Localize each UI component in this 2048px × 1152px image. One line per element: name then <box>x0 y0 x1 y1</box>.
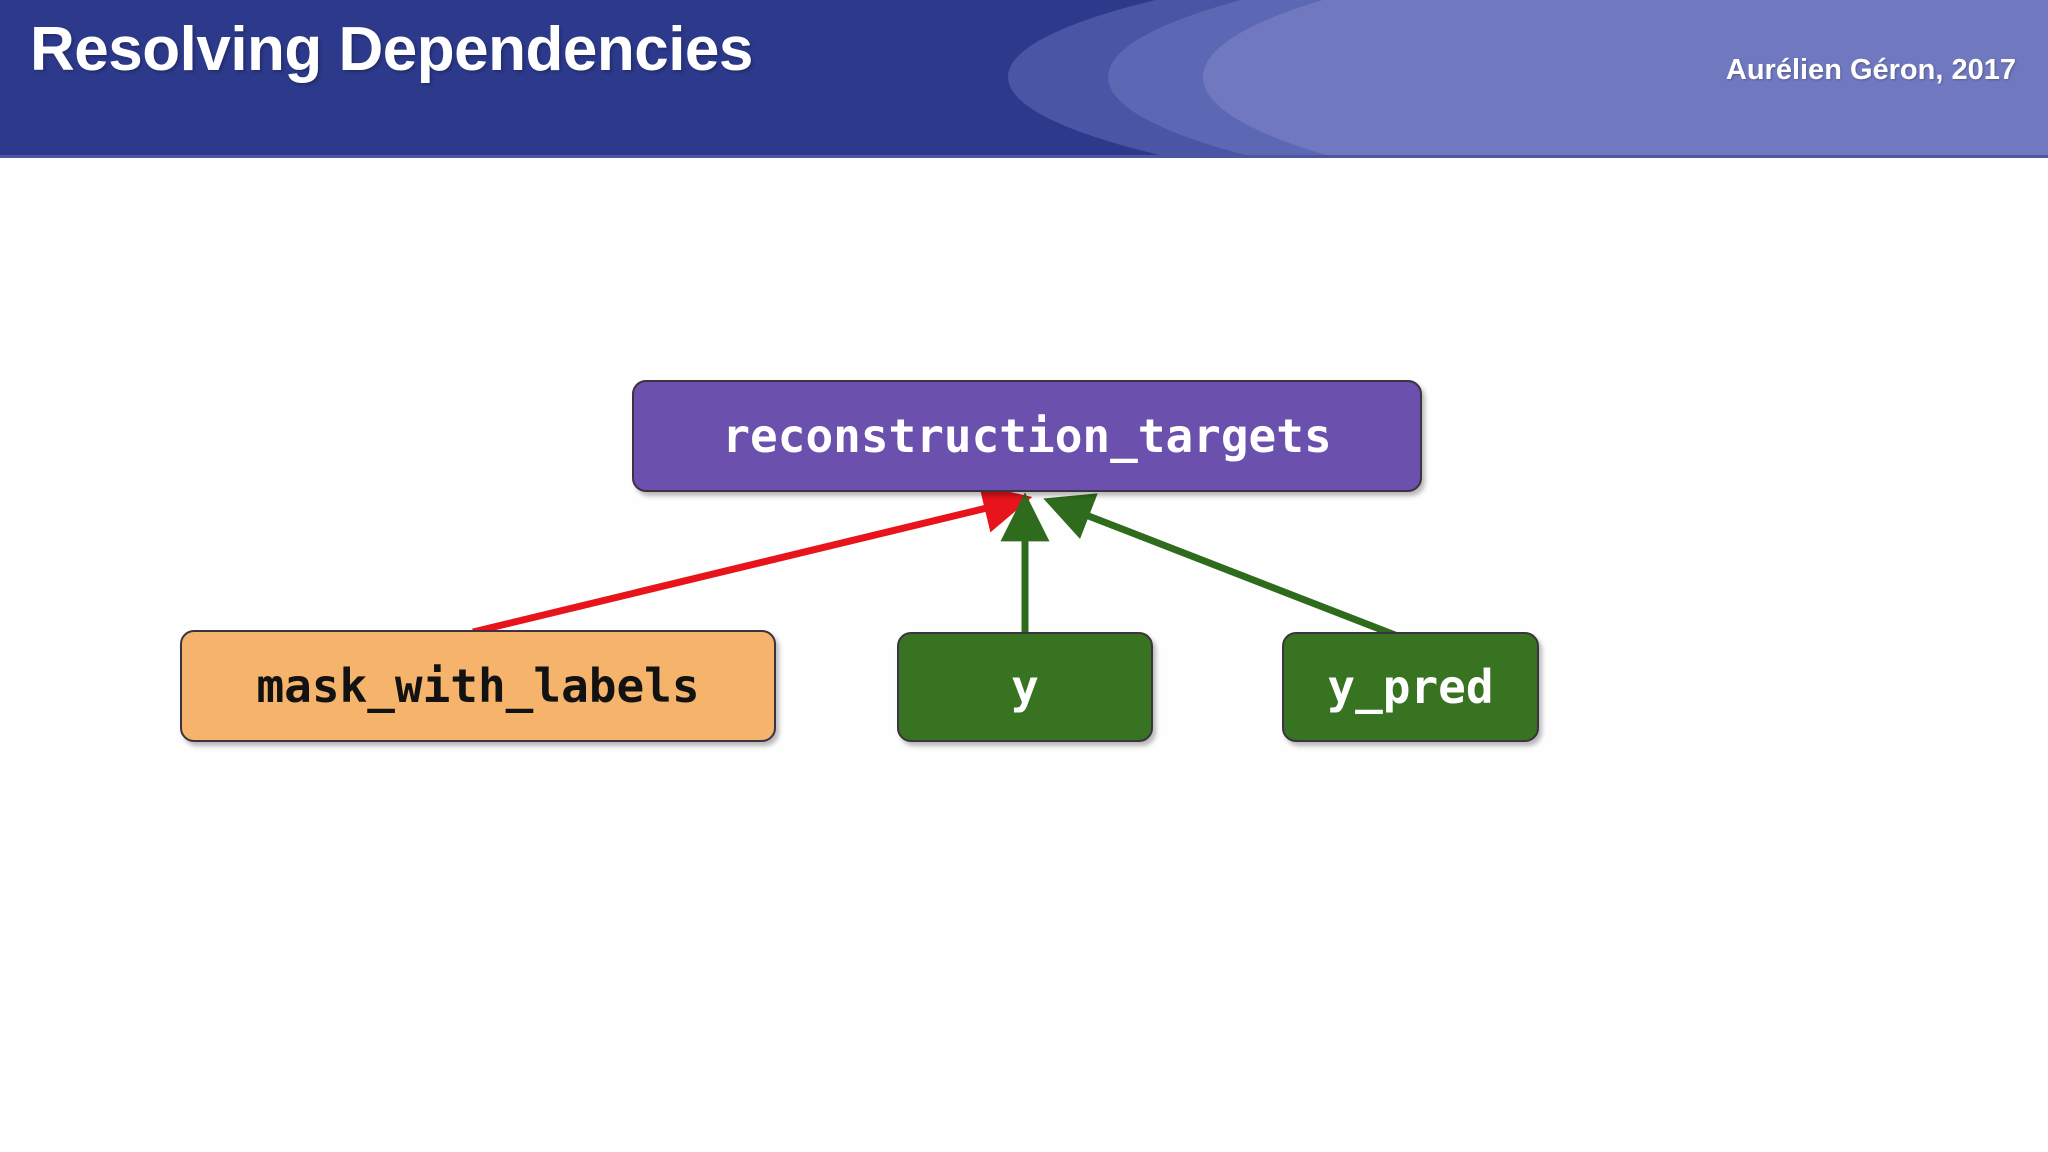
node-mask-with-labels[interactable]: mask_with_labels <box>180 630 776 742</box>
dependency-diagram: reconstruction_targets mask_with_labels … <box>0 155 2048 1152</box>
node-y-pred[interactable]: y_pred <box>1282 632 1539 742</box>
author-credit: Aurélien Géron, 2017 <box>1725 54 2016 86</box>
edge-y-pred-to-reconstruction-targets <box>1043 493 1397 639</box>
dependency-edges <box>472 484 1397 639</box>
node-reconstruction-targets[interactable]: reconstruction_targets <box>632 380 1422 492</box>
node-label: mask_with_labels <box>256 659 700 713</box>
header-divider <box>0 155 2048 158</box>
node-y[interactable]: y <box>897 632 1153 742</box>
page-title: Resolving Dependencies <box>30 15 753 84</box>
slide-header: Resolving Dependencies Aurélien Géron, 2… <box>0 0 2048 155</box>
node-label: y <box>1011 660 1039 714</box>
node-label: reconstruction_targets <box>722 409 1332 463</box>
edge-mask-with-labels-to-reconstruction-targets <box>472 484 1033 636</box>
node-label: y_pred <box>1327 660 1494 714</box>
